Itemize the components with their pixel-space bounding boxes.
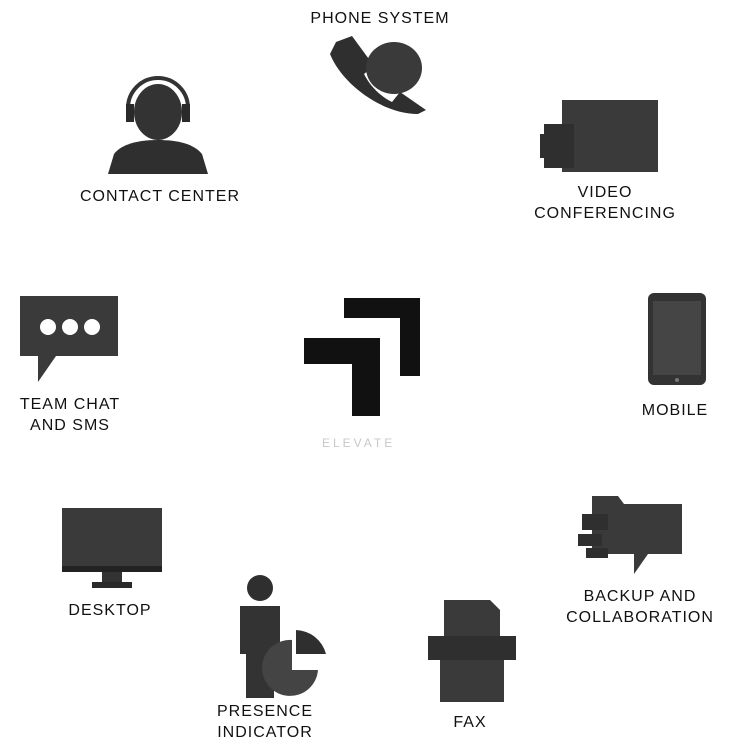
video-camera-icon (540, 100, 658, 172)
center-logo-text: ELEVATE (322, 436, 396, 450)
feature-label: MOBILE (641, 402, 709, 419)
fax-icon (428, 600, 516, 702)
presence-indicator-icon (240, 575, 326, 698)
feature-label: BACKUP AND COLLABORATION (566, 588, 714, 626)
headset-agent-icon (108, 76, 208, 174)
feature-label: TEAM CHAT AND SMS (19, 396, 121, 434)
feature-label: CONTACT CENTER (79, 188, 241, 205)
chat-bubble-icon (20, 296, 118, 382)
feature-label: VIDEO CONFERENCING (534, 184, 676, 222)
backup-collaboration-icon (578, 496, 682, 574)
desktop-monitor-icon (62, 508, 162, 588)
feature-label: PRESENCE INDICATOR (216, 703, 314, 741)
phone-icon (330, 36, 426, 114)
feature-label: PHONE SYSTEM (310, 10, 450, 27)
feature-label: FAX (453, 714, 487, 731)
smartphone-icon (648, 293, 706, 385)
feature-label: DESKTOP (68, 602, 152, 619)
elevate-logo-icon (304, 298, 420, 416)
